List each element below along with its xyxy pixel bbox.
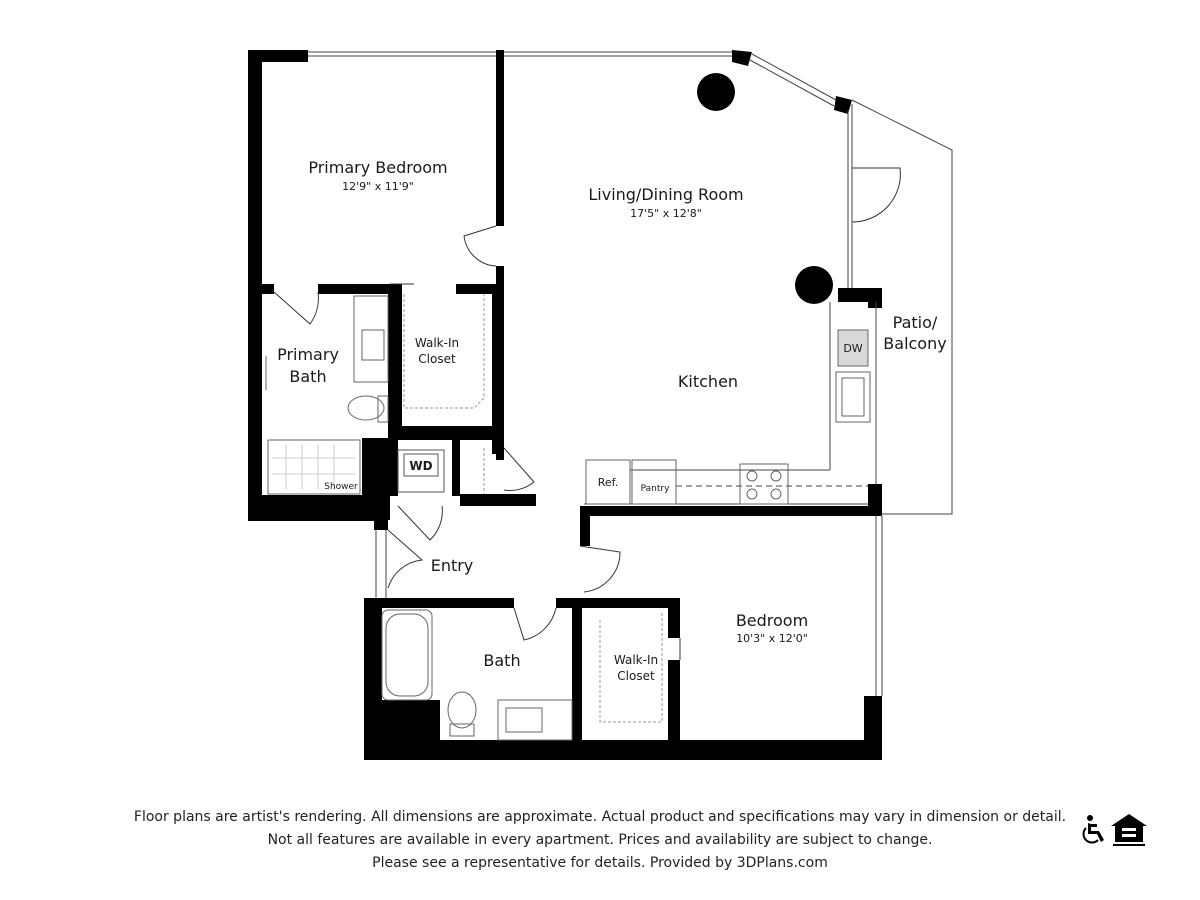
washer-dryer-label: WD xyxy=(409,459,432,473)
living-dining-label: Living/Dining Room xyxy=(588,185,743,204)
primary-bath-label-line2: Bath xyxy=(289,367,326,386)
patio-label-line2: Balcony xyxy=(883,334,946,353)
primary-bath-fixtures xyxy=(267,295,389,495)
walkin-closet-label-line2: Closet xyxy=(418,352,456,366)
washer-dryer xyxy=(397,449,445,493)
shower-label: Shower xyxy=(324,482,358,492)
living-dining-dimensions: 17'5" x 12'8" xyxy=(630,207,702,220)
equal-housing-opportunity-icon xyxy=(1111,814,1147,846)
walls xyxy=(248,50,882,760)
pantry-label: Pantry xyxy=(641,484,670,494)
outlines xyxy=(265,51,953,723)
bedroom-dimensions: 10'3" x 12'0" xyxy=(736,632,808,645)
bath-fixtures xyxy=(381,609,573,741)
structural-column xyxy=(795,266,833,304)
primary-bedroom-label: Primary Bedroom xyxy=(308,158,447,177)
disclaimer-line-2: Not all features are available in every … xyxy=(267,832,933,848)
bath-label: Bath xyxy=(483,651,520,670)
walkin-closet2-label-line2: Closet xyxy=(617,669,655,683)
entry-label: Entry xyxy=(431,556,474,575)
disclaimer: Floor plans are artist's rendering. All … xyxy=(100,806,1100,875)
structural-column xyxy=(697,73,735,111)
kitchen-fixtures xyxy=(585,329,871,505)
kitchen-label: Kitchen xyxy=(678,372,738,391)
walkin-closet2-label-line1: Walk-In xyxy=(614,653,658,667)
dishwasher-label: DW xyxy=(843,342,862,355)
bedroom-label: Bedroom xyxy=(736,611,808,630)
primary-bedroom-dimensions: 12'9" x 11'9" xyxy=(342,180,414,193)
patio-label-line1: Patio/ xyxy=(893,313,938,332)
doors xyxy=(273,167,901,660)
wheelchair-accessible-icon xyxy=(1082,815,1104,844)
disclaimer-line-1: Floor plans are artist's rendering. All … xyxy=(133,809,1067,825)
refrigerator-label: Ref. xyxy=(598,476,619,489)
primary-bath-label-line1: Primary xyxy=(277,345,339,364)
walkin-closet-label-line1: Walk-In xyxy=(415,336,459,350)
disclaimer-line-3: Please see a representative for details.… xyxy=(372,855,828,871)
